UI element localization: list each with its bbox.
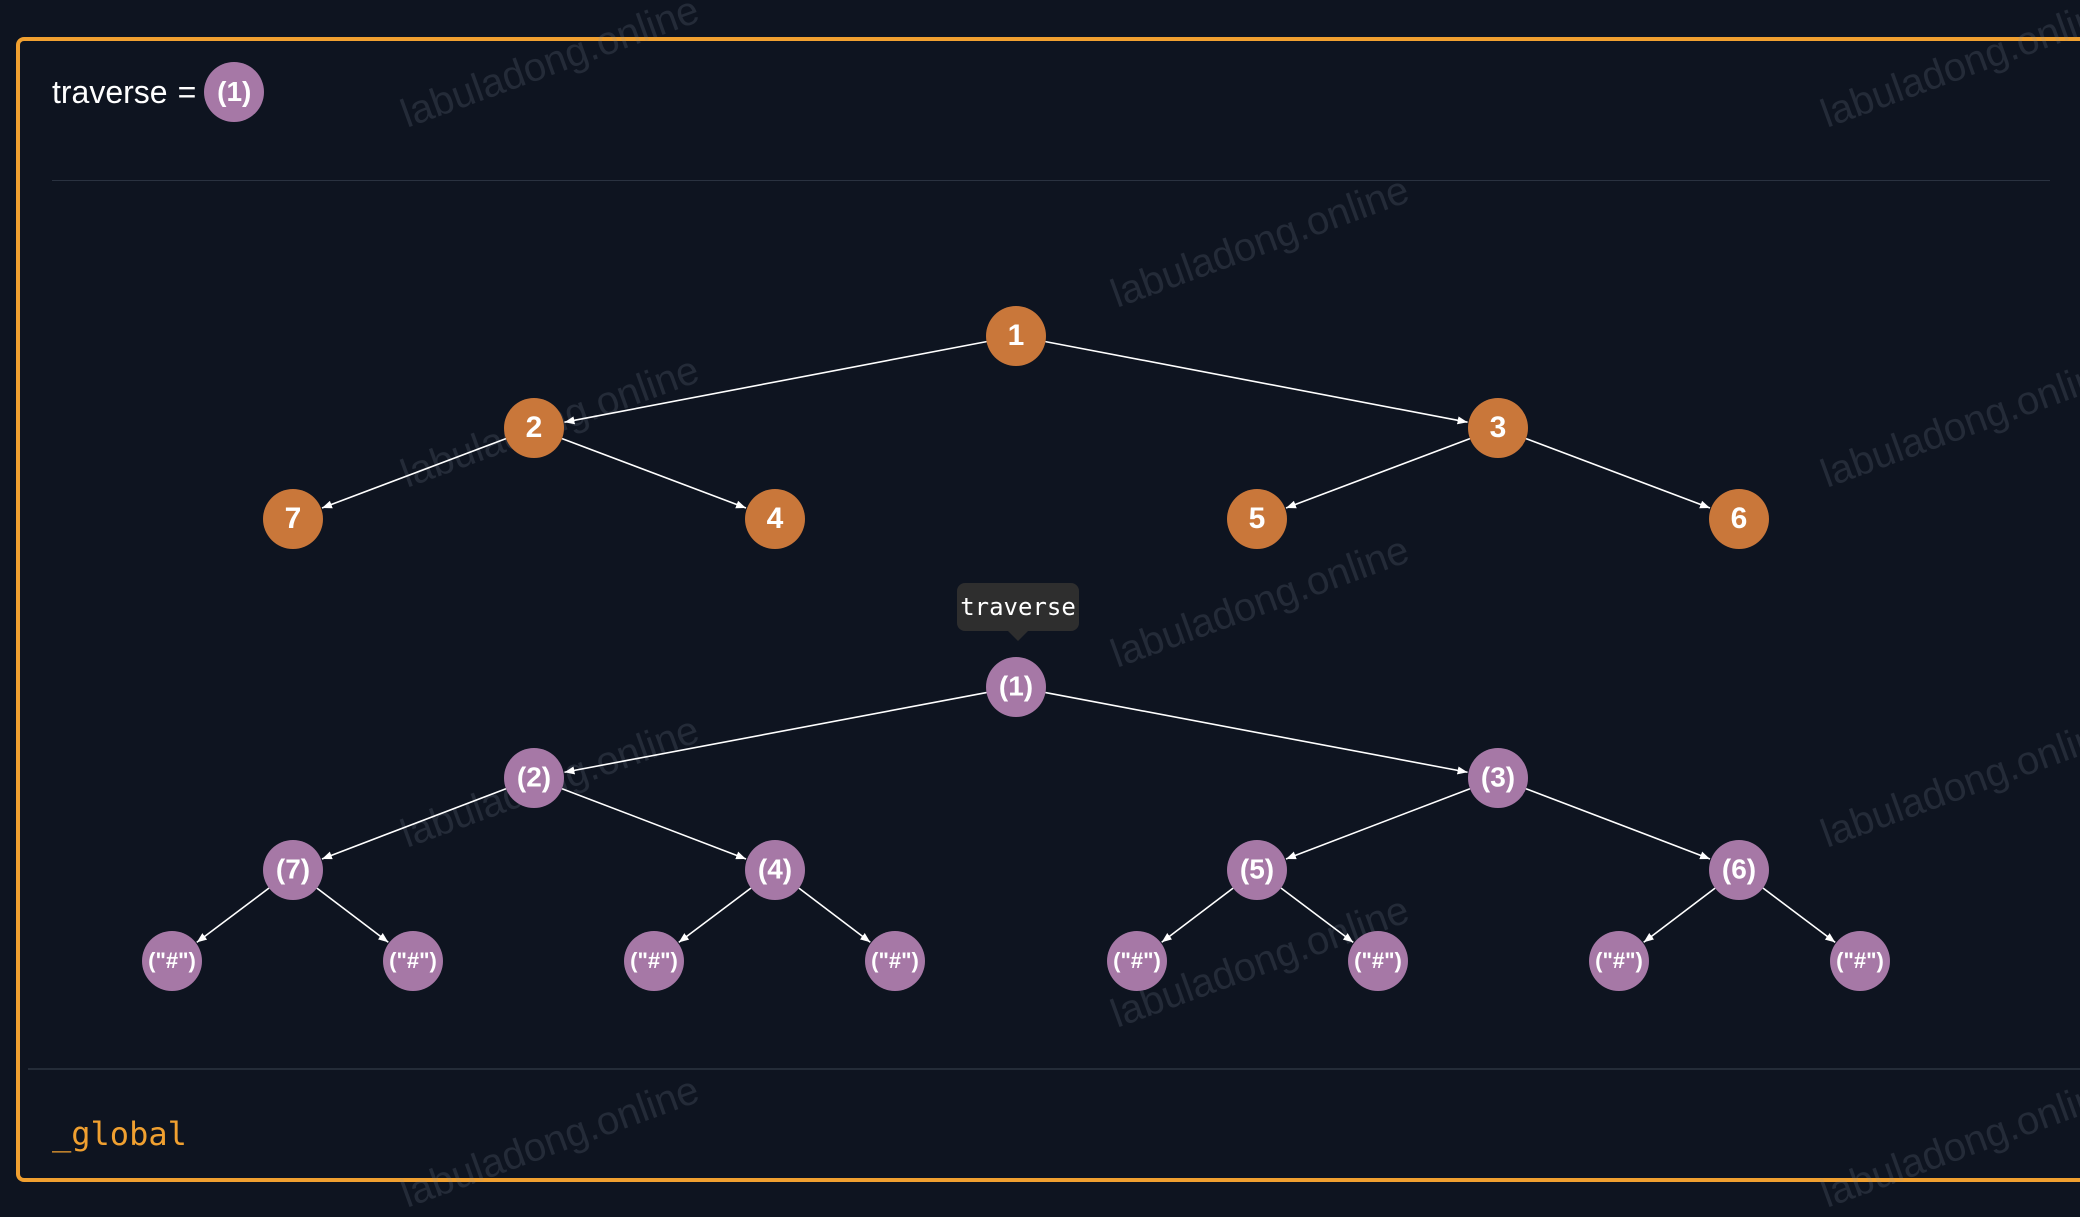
serialized-tree-node-h6[interactable]: ("#") [1348,931,1408,991]
serialized-tree-node-circle [1830,931,1890,991]
serialized-tree-node-s5[interactable]: (5) [1227,840,1287,900]
serialized-tree-node-label: ("#") [1595,948,1643,973]
serialized-tree-node-label: (2) [517,761,551,792]
serialized-tree-edge-s1-s3 [1045,691,1468,775]
input-tree-node-5[interactable]: 5 [1227,489,1287,549]
serialized-tree-node-label: (6) [1722,853,1756,884]
traverse-tooltip: traverse [957,583,1079,631]
serialized-tree-node-label: ("#") [1836,948,1884,973]
serialized-tree-node-h5[interactable]: ("#") [1107,931,1167,991]
serialized-tree-node-circle [504,748,564,808]
visualization-panel [16,37,2080,1182]
scope-label: _global [52,1115,187,1153]
serialized-tree-node-h1[interactable]: ("#") [142,931,202,991]
variable-header: traverse = (1) [52,58,265,126]
header-divider [52,180,2050,181]
tree-diagram: 1 2 3 7 4 5 6 (1) (2) (3) (7) (4) (5) (6) ("#") ("#") ("… [142,306,1890,991]
serialized-tree-node-label: (5) [1240,853,1274,884]
input-tree-edge-1-2 [564,340,987,425]
serialized-tree-node-label: (3) [1481,761,1515,792]
serialized-tree-edge-s2-s4 [561,787,747,860]
serialized-tree-node-circle [1468,748,1528,808]
input-tree-node-circle [263,489,323,549]
serialized-tree-node-s7[interactable]: (7) [263,840,323,900]
serialized-tree-node-s4[interactable]: (4) [745,840,805,900]
input-tree-edge-1-3 [1045,340,1468,425]
serialized-tree-node-label: (4) [758,853,792,884]
serialized-tree-node-circle [1709,840,1769,900]
serialized-tree-node-h3[interactable]: ("#") [624,931,684,991]
serialized-tree-edge-s7-h1 [196,887,270,944]
serialized-tree-node-circle [263,840,323,900]
serialized-tree-edge-s1-s2 [564,691,987,775]
input-tree-node-label: 6 [1731,502,1748,535]
serialized-tree-node-circle [1227,840,1287,900]
serialized-tree-node-h7[interactable]: ("#") [1589,931,1649,991]
input-tree-node-7[interactable]: 7 [263,489,323,549]
variable-value-badge[interactable]: (1) [204,62,265,122]
serialized-tree-node-circle [383,931,443,991]
input-tree-node-2[interactable]: 2 [504,398,564,458]
serialized-tree-node-s6[interactable]: (6) [1709,840,1769,900]
serialized-tree-node-label: ("#") [1113,948,1161,973]
serialized-tree-node-circle [1348,931,1408,991]
serialized-tree-node-label: ("#") [871,948,919,973]
input-tree-node-label: 2 [526,411,543,444]
input-tree-node-6[interactable]: 6 [1709,489,1769,549]
tooltip-pointer [1008,631,1028,641]
input-tree-node-1[interactable]: 1 [986,306,1046,366]
serialized-tree-edge-s5-h6 [1280,887,1354,944]
serialized-tree-node-circle [624,931,684,991]
serialized-tree-edge-s5-h5 [1161,887,1234,943]
serialized-tree-node-circle [986,657,1046,717]
serialized-tree-edge-s3-s6 [1525,787,1711,860]
input-tree-edge-2-4 [561,437,747,509]
serialized-tree-node-circle [745,840,805,900]
input-tree-edge-3-5 [1285,437,1471,509]
serialized-tree-edge-s4-h3 [678,887,752,944]
serialized-tree-edge-s4-h4 [798,887,871,943]
input-tree-node-3[interactable]: 3 [1468,398,1528,458]
serialized-tree-node-s3[interactable]: (3) [1468,748,1528,808]
serialized-tree-node-label: ("#") [148,948,196,973]
serialized-tree-edge-s7-h2 [316,887,389,943]
serialized-tree-node-label: ("#") [389,948,437,973]
serialized-tree-node-h4[interactable]: ("#") [865,931,925,991]
input-tree-node-circle [986,306,1046,366]
serialized-tree-node-label: ("#") [630,948,678,973]
input-tree-node-label: 5 [1249,502,1266,535]
input-tree-node-circle [1468,398,1528,458]
input-tree-node-4[interactable]: 4 [745,489,805,549]
serialized-tree-edge-s2-s7 [321,787,507,860]
input-tree-node-label: 7 [285,502,302,535]
input-tree-node-circle [1227,489,1287,549]
serialized-tree-node-s2[interactable]: (2) [504,748,564,808]
input-tree-node-circle [745,489,805,549]
serialized-tree-node-h8[interactable]: ("#") [1830,931,1890,991]
input-tree-node-circle [1709,489,1769,549]
input-tree-node-label: 1 [1008,319,1025,352]
serialized-tree-node-circle [865,931,925,991]
variable-name: traverse [52,73,168,110]
serialized-tree-edge-s6-h7 [1643,887,1716,943]
input-tree-node-label: 4 [767,502,784,535]
input-tree-edge-2-7 [321,437,507,509]
serialized-tree-node-circle [1107,931,1167,991]
serialized-tree-node-label: ("#") [1354,948,1402,973]
serialized-tree-node-circle [142,931,202,991]
serialized-tree-node-s1[interactable]: (1) [986,657,1046,717]
input-tree-node-label: 3 [1490,411,1507,444]
serialized-tree-node-label: (1) [999,670,1033,701]
input-tree-node-circle [504,398,564,458]
input-tree-edge-3-6 [1525,437,1711,509]
serialized-tree-edge-s6-h8 [1762,887,1836,944]
equals-sign: = [177,73,197,110]
serialized-tree-node-label: (7) [276,853,310,884]
serialized-tree-node-h2[interactable]: ("#") [383,931,443,991]
serialized-tree-edge-s3-s5 [1285,787,1471,860]
footer-divider [28,1068,2080,1070]
serialized-tree-node-circle [1589,931,1649,991]
